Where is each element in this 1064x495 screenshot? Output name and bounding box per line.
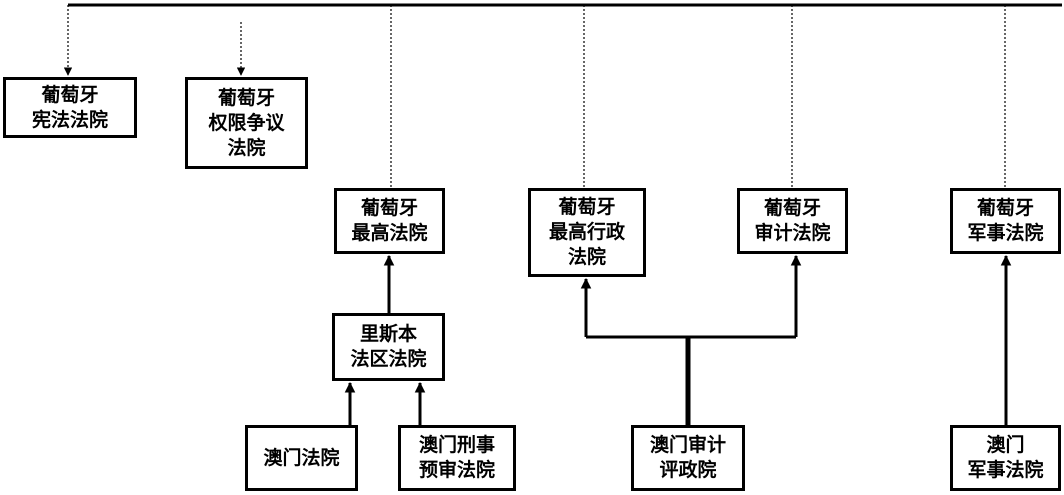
box-label: 预审法院 (418, 459, 495, 481)
box-constitutional-court: 葡萄牙 宪法法院 (3, 77, 137, 138)
box-label: 葡萄牙 (976, 197, 1034, 219)
box-label: 葡萄牙 (558, 196, 616, 218)
box-label: 里斯本 (359, 323, 417, 345)
box-macau-audit-court: 澳门审计 评政院 (631, 425, 745, 491)
box-label: 评政院 (659, 459, 717, 481)
box-label: 军事法院 (967, 459, 1044, 481)
box-military-court: 葡萄牙 军事法院 (950, 188, 1061, 254)
box-label: 宪法法院 (31, 108, 108, 131)
box-label: 澳门审计 (649, 434, 726, 456)
box-macau-criminal-instruction-court: 澳门刑事 预审法院 (398, 425, 516, 491)
box-label: 权限争议 (208, 111, 285, 134)
box-supreme-administrative-court: 葡萄牙 最高行政 法院 (528, 188, 646, 277)
box-court-of-conflicts: 葡萄牙 权限争议 法院 (185, 77, 308, 169)
box-label: 澳门 (986, 434, 1025, 456)
box-label: 法院 (227, 136, 266, 159)
box-label: 最高法院 (351, 222, 428, 244)
box-label: 澳门刑事 (418, 434, 495, 456)
box-label: 军事法院 (967, 222, 1044, 244)
box-macau-court: 澳门法院 (245, 425, 358, 491)
box-court-of-audit: 葡萄牙 审计法院 (737, 188, 848, 254)
box-label: 葡萄牙 (217, 86, 275, 109)
box-label: 葡萄牙 (763, 197, 821, 219)
box-label: 最高行政 (548, 221, 625, 243)
box-label: 法区法院 (350, 348, 427, 370)
box-label: 法院 (567, 246, 606, 268)
box-label: 审计法院 (754, 222, 831, 244)
box-label: 葡萄牙 (360, 197, 418, 219)
box-macau-military-court: 澳门 军事法院 (950, 425, 1061, 491)
box-label: 澳门法院 (263, 446, 340, 469)
box-label: 葡萄牙 (41, 83, 99, 106)
box-lisbon-district-court: 里斯本 法区法院 (332, 313, 445, 381)
box-supreme-court: 葡萄牙 最高法院 (334, 188, 445, 254)
